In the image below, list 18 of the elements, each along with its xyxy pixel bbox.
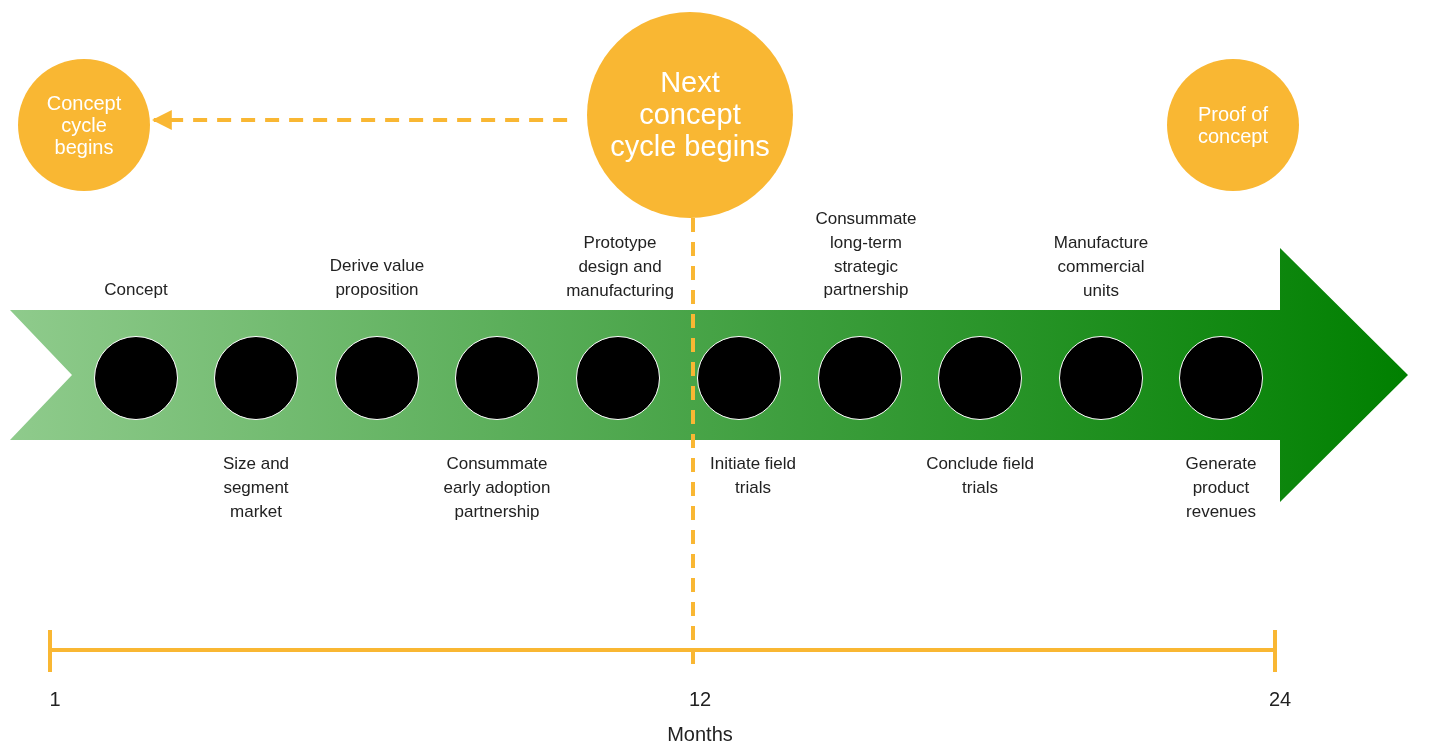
tick-label: 1: [49, 687, 61, 712]
step-label: Consummate early adoption partnership: [442, 453, 552, 523]
step-label: Prototype design and manufacturing: [565, 232, 675, 302]
step-label: Generate product revenues: [1184, 453, 1258, 523]
circle-label: Proof of concept: [1196, 103, 1270, 147]
dashed-arrow: [151, 110, 568, 130]
axis-title: Months: [667, 722, 733, 747]
step-label: Derive value proposition: [328, 255, 426, 301]
circle-label: Next concept cycle begins: [609, 67, 771, 163]
step-label: Conclude field trials: [925, 453, 1035, 499]
circle-label: Concept cycle begins: [45, 92, 123, 158]
step-label: Concept: [103, 279, 169, 301]
step-label: Manufacture commercial units: [1052, 232, 1150, 302]
step-label: Initiate field trials: [709, 453, 797, 499]
step-label: Consummate long-term strategic partnership: [814, 208, 918, 302]
tick-label: 24: [1268, 687, 1292, 712]
tick-label: 12: [688, 687, 712, 712]
step-label: Size and segment market: [221, 453, 291, 523]
